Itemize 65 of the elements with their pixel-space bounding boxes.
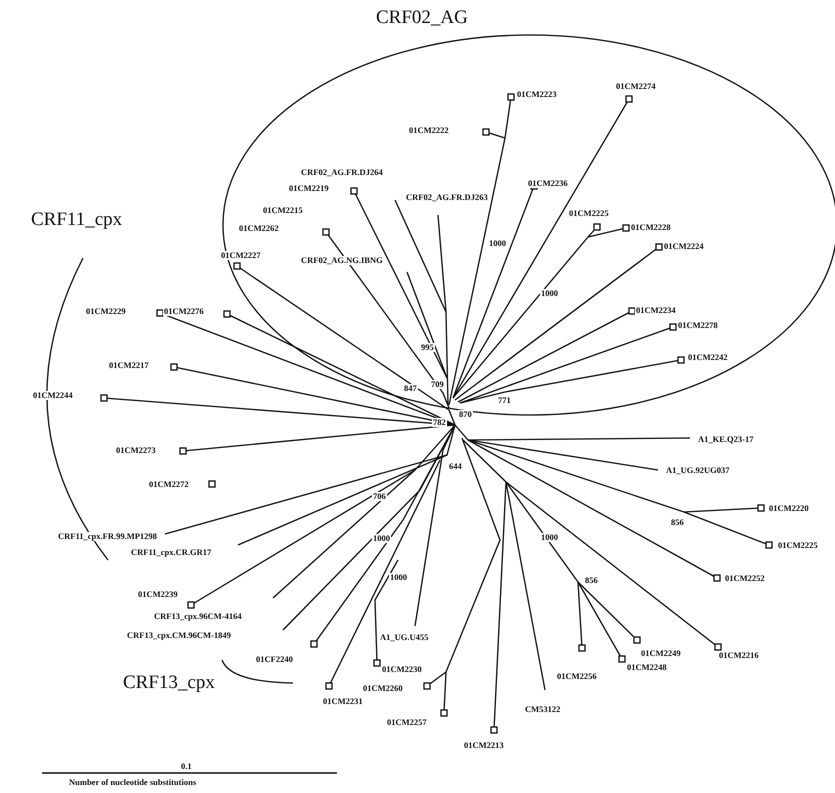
bootstrap-value: 847 [403, 384, 418, 392]
bootstrap-value: 1000 [372, 534, 391, 542]
taxon-label: CRF13_cpx.CM.96CM-1849 [126, 631, 232, 640]
bootstrap-value: 644 [448, 462, 463, 470]
bootstrap-value: 1000 [540, 289, 559, 298]
taxon-label: 01CM2276 [163, 307, 205, 316]
taxon-label: A1_UG.92UG037 [665, 466, 731, 474]
taxon-label: 01CM2236 [527, 179, 569, 188]
taxon-label: 01CM2260 [362, 684, 404, 692]
bootstrap-value: 1000 [488, 239, 507, 248]
taxon-label: CRF02_AG.FR.DJ263 [405, 193, 489, 202]
bootstrap-value: 856 [584, 576, 599, 584]
taxon-label: 01CM2257 [386, 718, 428, 726]
taxon-label: 01CM2273 [115, 446, 157, 454]
taxon-label: 01CM2256 [556, 672, 598, 680]
taxon-label: A1_KE.Q23-17 [697, 435, 754, 444]
taxon-label: 01CM2262 [238, 224, 280, 232]
clade-label: CRF13_cpx [122, 673, 216, 692]
taxon-label: 01CM2213 [463, 741, 505, 750]
taxon-label: 01CM2274 [615, 82, 657, 90]
taxon-label: 01CM2249 [640, 649, 682, 658]
taxon-label: 01CM2231 [322, 697, 364, 706]
taxon-label: 01CM2234 [635, 306, 677, 314]
taxon-label: 01CM2248 [626, 663, 668, 672]
clade-label: CRF11_cpx [30, 210, 124, 229]
bootstrap-value: 771 [497, 396, 512, 404]
taxon-label: 01CM2217 [108, 361, 150, 370]
bootstrap-value: 856 [670, 518, 685, 526]
bootstrap-value: 706 [372, 492, 387, 500]
taxon-label: 01CM2220 [768, 504, 810, 512]
taxon-label: CM53122 [524, 705, 562, 714]
bootstrap-value: 782 [432, 418, 447, 426]
bootstrap-value: 1000 [540, 533, 559, 542]
taxon-label: 01CM2242 [687, 353, 729, 362]
taxon-label: 01CM2278 [677, 321, 719, 330]
taxon-label: CRF11_cpx.FR.99.MP1298 [57, 532, 158, 540]
taxon-label: 01CF2240 [255, 655, 294, 664]
taxon-label: 01CM2228 [630, 223, 672, 232]
taxon-label: 01CM2230 [381, 665, 423, 674]
taxon-label: 01CM2272 [148, 480, 190, 488]
taxon-label: 01CM2252 [724, 574, 766, 582]
taxon-label: 01CM2239 [137, 590, 179, 598]
taxon-label: A1_UG.U455 [379, 633, 430, 642]
scale-title: Number of nucleotide substitutions [68, 778, 198, 786]
clade-label: CRF02_AG [375, 8, 469, 27]
taxon-label: 01CM2216 [718, 651, 760, 660]
taxon-label: 01CM2244 [32, 391, 74, 400]
taxon-label: CRF11_cpx.CR.GR17 [130, 548, 212, 556]
bootstrap-value: 709 [430, 380, 445, 388]
taxon-label: CRF13_cpx.96CM-4164 [153, 612, 243, 620]
taxon-label: CRF02_AG.FR.DJ264 [300, 168, 384, 176]
bootstrap-value: 995 [420, 343, 435, 352]
taxon-label: CRF02_AG.NG.IBNG [300, 256, 384, 264]
taxon-label: 01CM2222 [408, 126, 450, 134]
scale-value: 0.1 [180, 762, 193, 770]
taxon-label: 01CM2229 [85, 307, 127, 316]
bootstrap-value: 1000 [389, 573, 408, 582]
taxon-label: 01CM2224 [663, 242, 705, 250]
taxon-label: 01CM2215 [262, 206, 304, 214]
taxon-label: 01CM2219 [288, 184, 330, 192]
taxon-label: 01CM2223 [516, 90, 558, 98]
bootstrap-value: 870 [458, 410, 473, 418]
taxon-label: 01CM2227 [220, 251, 262, 260]
taxon-label: 01CM2225 [777, 541, 819, 550]
taxon-label: 01CM2225 [568, 209, 610, 218]
